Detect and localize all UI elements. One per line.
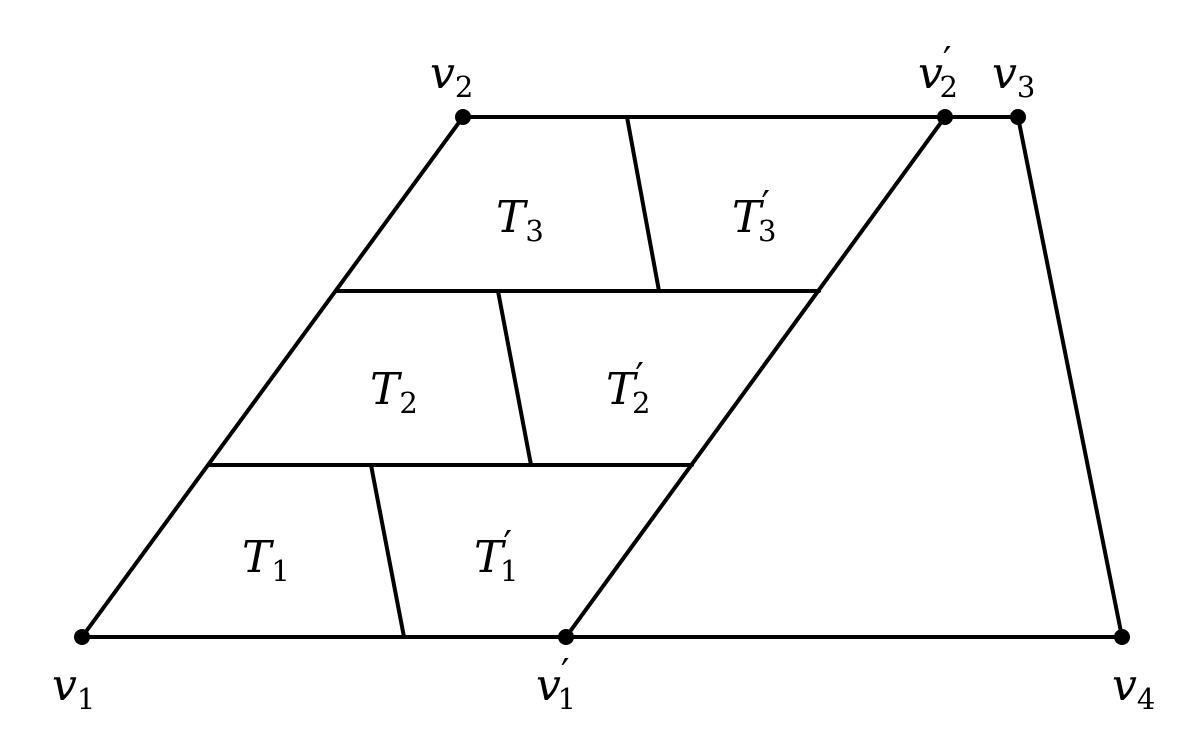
vertex-label-v4: v4 — [1112, 660, 1155, 716]
cell-divider-middle — [496, 289, 533, 467]
region-label-T1p: T′1 — [474, 523, 518, 588]
cell-divider-top — [625, 115, 661, 293]
cell-divider-bottom — [369, 463, 406, 639]
region-label-T2p: T′2 — [606, 355, 650, 420]
edge-v3-v4 — [1016, 115, 1124, 639]
vertex-label-v2p: v′2 — [918, 39, 958, 104]
vertex-label-v1p: v′1 — [536, 651, 576, 716]
vertex-dot-v4 — [1114, 629, 1130, 645]
edge-v1p-v2p — [564, 115, 947, 639]
vertex-dot-v2p — [937, 109, 953, 125]
region-label-T3p: T′3 — [732, 183, 776, 248]
vertex-label-v1: v1 — [52, 660, 95, 716]
vertex-label-v3: v3 — [992, 48, 1035, 104]
region-label-T3: T3 — [496, 192, 544, 248]
edge-v1-v2 — [80, 115, 465, 639]
vertex-dot-v1p — [558, 629, 574, 645]
vertex-label-v2: v2 — [430, 48, 473, 104]
vertex-dot-v3 — [1010, 109, 1026, 125]
vertex-dot-v1 — [74, 629, 90, 645]
region-label-T1: T1 — [242, 532, 290, 588]
vertex-dot-v2 — [455, 109, 471, 125]
region-label-T2: T2 — [370, 364, 418, 420]
